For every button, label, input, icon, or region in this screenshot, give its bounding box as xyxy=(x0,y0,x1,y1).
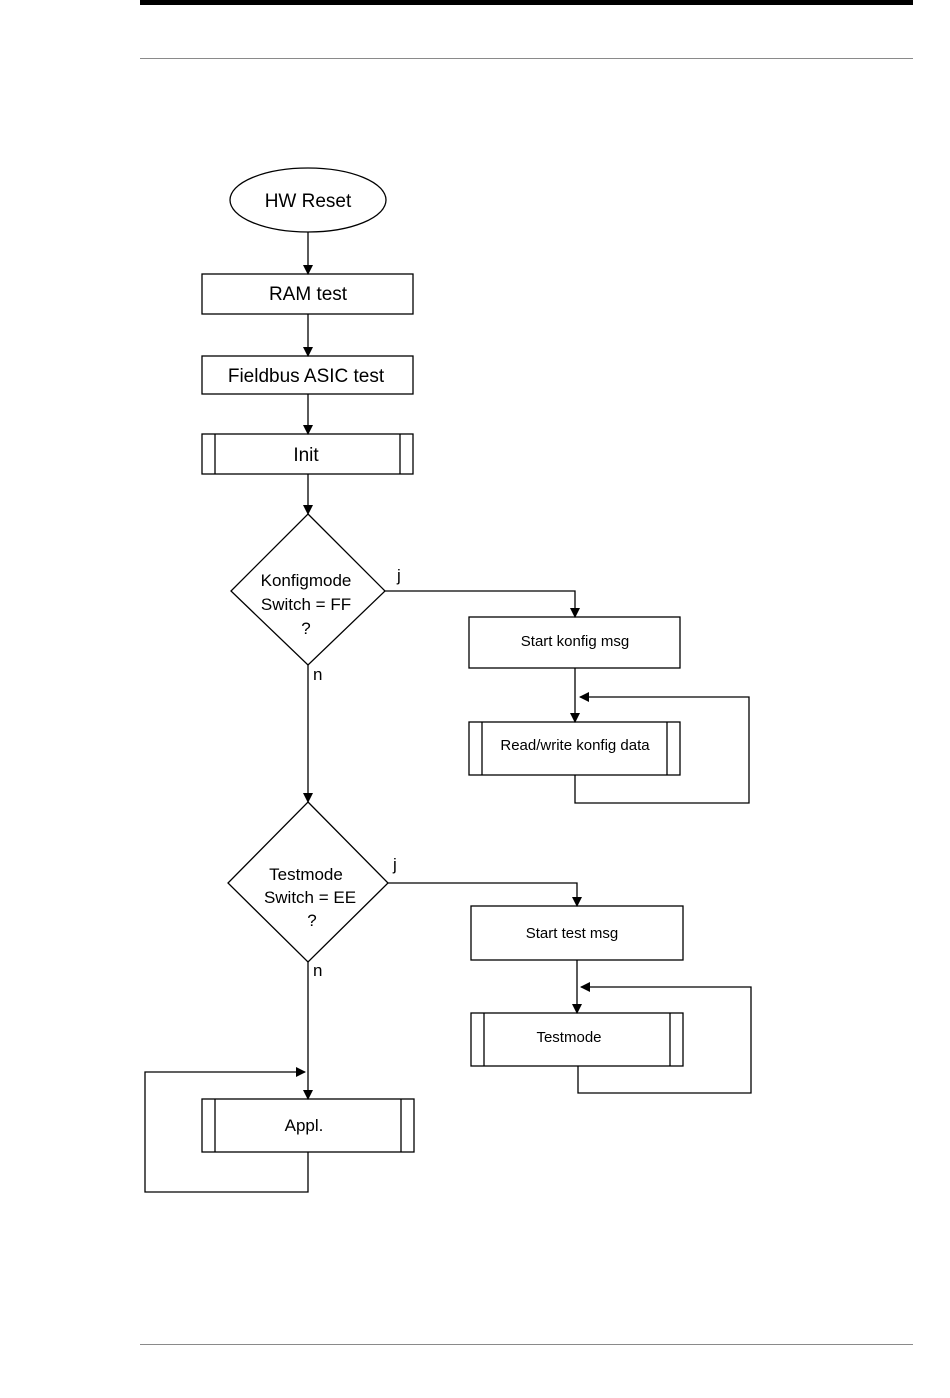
label-test-line3: ? xyxy=(307,911,316,930)
label-konfig-no: n xyxy=(313,665,322,684)
label-ram-test: RAM test xyxy=(269,284,348,305)
label-hw-reset: HW Reset xyxy=(265,191,352,212)
label-test-line2: Switch = EE xyxy=(264,888,356,907)
label-test-line1: Testmode xyxy=(269,865,343,884)
arrow-konfig-yes xyxy=(385,591,575,617)
label-test-yes: j xyxy=(392,855,397,874)
arrow-test-yes xyxy=(388,883,577,906)
label-konfig-line2: Switch = FF xyxy=(261,595,351,614)
label-konfig-yes: j xyxy=(396,566,401,585)
loop-appl xyxy=(145,1072,308,1192)
label-test-no: n xyxy=(313,961,322,980)
loop-testmode xyxy=(578,987,751,1093)
label-read-write-konfig-data: Read/write konfig data xyxy=(500,737,650,754)
label-testmode: Testmode xyxy=(536,1029,601,1046)
label-start-test-msg: Start test msg xyxy=(526,925,619,942)
label-konfig-line3: ? xyxy=(301,619,310,638)
label-konfig-line1: Konfigmode xyxy=(261,571,352,590)
label-init: Init xyxy=(293,445,319,466)
label-fieldbus-asic-test: Fieldbus ASIC test xyxy=(228,366,385,387)
label-start-konfig-msg: Start konfig msg xyxy=(521,633,629,650)
label-appl: Appl. xyxy=(285,1116,324,1135)
